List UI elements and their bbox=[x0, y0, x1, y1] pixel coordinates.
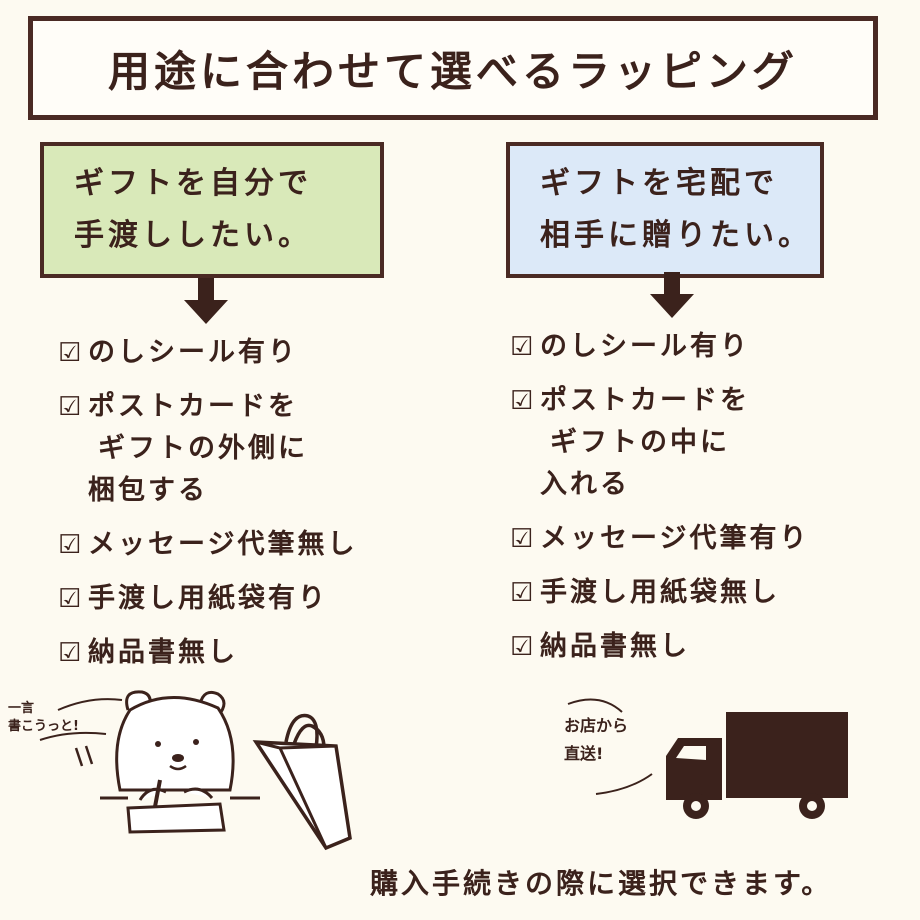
checkbox-icon: ☑ bbox=[510, 386, 534, 416]
option-heading-line: 手渡ししたい。 bbox=[74, 218, 312, 253]
checkbox-icon: ☑ bbox=[510, 578, 534, 608]
list-item: ☑ ポストカードを ギフトの中に 入れる bbox=[510, 380, 809, 506]
bear-speech-note: 一言 書こうっと! bbox=[8, 700, 79, 736]
list-item-text: ギフトの中に bbox=[550, 427, 730, 458]
list-item-text: 入れる bbox=[540, 469, 630, 500]
list-item-text: 手渡し用紙袋有り bbox=[88, 583, 328, 614]
list-item: ☑ 手渡し用紙袋有り bbox=[58, 578, 357, 620]
list-item: ☑ 納品書無し bbox=[58, 632, 357, 674]
list-item-text: 納品書無し bbox=[88, 637, 238, 668]
checkbox-icon: ☑ bbox=[510, 632, 534, 662]
truck-speech-note: お店から 直送! bbox=[564, 712, 628, 768]
list-item: ☑ メッセージ代筆有り bbox=[510, 518, 809, 560]
list-item-text: メッセージ代筆有り bbox=[540, 523, 810, 554]
title-box: 用途に合わせて選べるラッピング bbox=[28, 16, 878, 120]
note-line: お店から bbox=[564, 716, 629, 735]
footer-note: 購入手続きの際に選択できます。 bbox=[370, 867, 833, 900]
note-line: 書こうっと! bbox=[8, 719, 79, 734]
feature-list-hand-delivery: ☑ のしシール有り ☑ ポストカードを ギフトの外側に 梱包する ☑ メッセージ… bbox=[58, 332, 357, 686]
list-item: ☑ ポストカードを ギフトの外側に 梱包する bbox=[58, 386, 357, 512]
down-arrow-icon bbox=[650, 272, 694, 318]
feature-list-home-delivery: ☑ のしシール有り ☑ ポストカードを ギフトの中に 入れる ☑ メッセージ代筆… bbox=[510, 326, 809, 680]
checkbox-icon: ☑ bbox=[510, 524, 534, 554]
option-heading-line: ギフトを自分で bbox=[74, 166, 312, 201]
page-title: 用途に合わせて選べるラッピング bbox=[107, 46, 798, 96]
checkbox-icon: ☑ bbox=[510, 332, 534, 362]
note-strokes-icon bbox=[39, 698, 123, 767]
down-arrow-icon bbox=[184, 278, 228, 324]
list-item-text: ポストカードを bbox=[88, 391, 298, 422]
bear-writing-illustration bbox=[100, 690, 260, 834]
list-item-text: ポストカードを bbox=[540, 385, 750, 416]
list-item: ☑ のしシール有り bbox=[510, 326, 809, 368]
option-heading-line: ギフトを宅配で bbox=[540, 166, 778, 201]
option-home-delivery: ギフトを宅配で 相手に贈りたい。 bbox=[506, 142, 824, 278]
list-item-text: のしシール有り bbox=[540, 331, 750, 362]
option-heading-line: 相手に贈りたい。 bbox=[540, 218, 812, 253]
note-strokes-icon bbox=[567, 698, 653, 795]
note-line: 直送! bbox=[564, 744, 604, 763]
option-hand-delivery: ギフトを自分で 手渡ししたい。 bbox=[40, 142, 384, 278]
list-item: ☑ 手渡し用紙袋無し bbox=[510, 572, 809, 614]
checkbox-icon: ☑ bbox=[58, 338, 82, 368]
list-item-text: 梱包する bbox=[88, 475, 208, 506]
paper-bag-icon bbox=[252, 713, 352, 851]
checkbox-icon: ☑ bbox=[58, 530, 82, 560]
checkbox-icon: ☑ bbox=[58, 638, 82, 668]
delivery-truck-icon bbox=[666, 712, 848, 819]
list-item: ☑ 納品書無し bbox=[510, 626, 809, 668]
note-line: 一言 bbox=[8, 701, 35, 716]
list-item: ☑ メッセージ代筆無し bbox=[58, 524, 357, 566]
list-item: ☑ のしシール有り bbox=[58, 332, 357, 374]
checkbox-icon: ☑ bbox=[58, 584, 82, 614]
list-item-text: 納品書無し bbox=[540, 631, 690, 662]
list-item-text: 手渡し用紙袋無し bbox=[540, 577, 780, 608]
list-item-text: ギフトの外側に bbox=[98, 433, 308, 464]
list-item-text: メッセージ代筆無し bbox=[88, 529, 358, 560]
list-item-text: のしシール有り bbox=[88, 337, 298, 368]
checkbox-icon: ☑ bbox=[58, 392, 82, 422]
